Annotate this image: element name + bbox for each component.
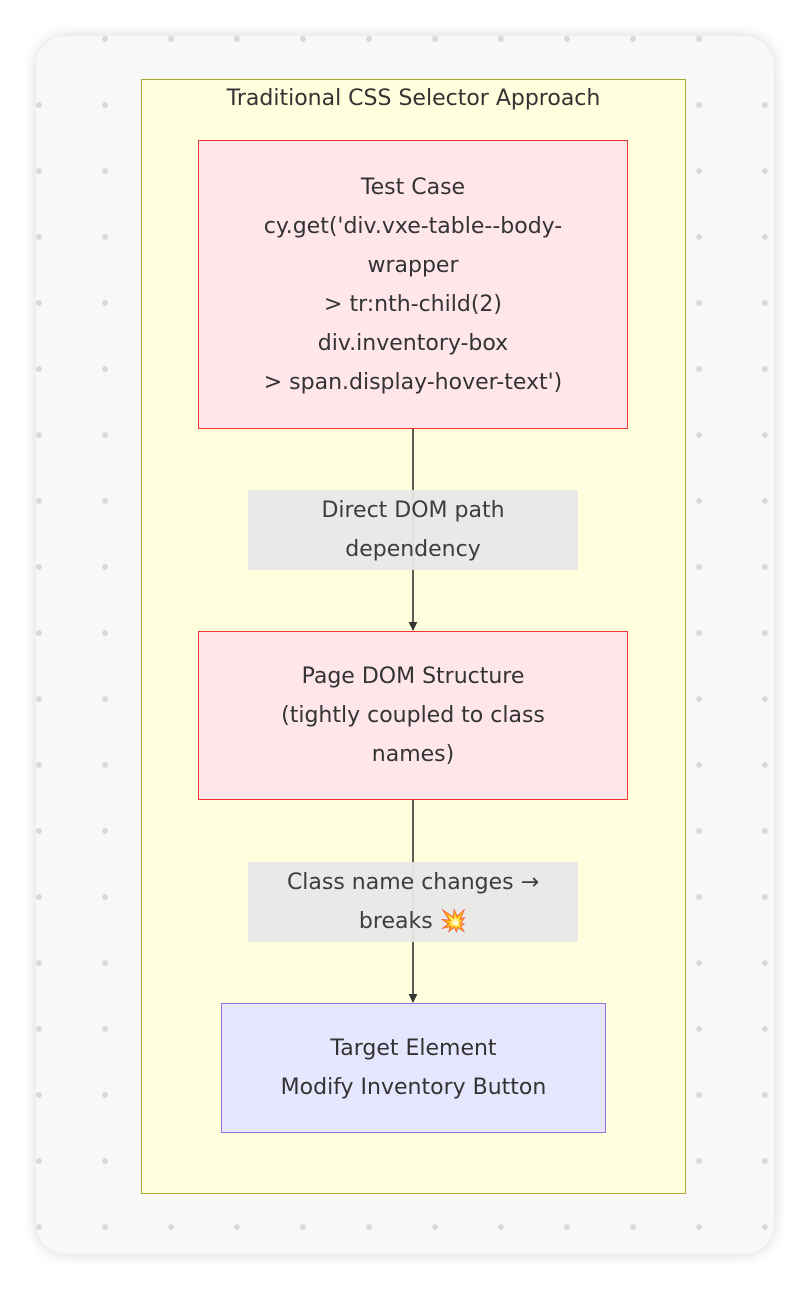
node-test-case-line: Test Case (360, 174, 466, 200)
node-target-element: Target Element Modify Inventory Button (221, 1003, 606, 1133)
node-test-case-line: wrapper (367, 252, 459, 278)
node-test-case-line: div.inventory-box (317, 330, 509, 356)
node-page-dom-line: (tightly coupled to class (281, 703, 545, 728)
node-test-case-line: > tr:nth-child(2) (324, 291, 502, 317)
edge-label-line: dependency (345, 537, 481, 562)
diagram-canvas: Traditional CSS Selector Approach Test C… (36, 36, 774, 1254)
node-page-dom-line: Page DOM Structure (301, 664, 525, 689)
edge-label-line: Class name changes → (286, 870, 540, 895)
edge-label-line: Direct DOM path (321, 498, 505, 523)
node-target-line: Modify Inventory Button (280, 1075, 547, 1100)
node-page-dom-line: names) (371, 742, 455, 767)
node-test-case-line: cy.get('div.vxe-table--body- (263, 213, 563, 239)
node-test-case: Test Case cy.get('div.vxe-table--body- w… (198, 140, 628, 429)
node-test-case-line: > span.display-hover-text') (263, 369, 563, 395)
edge-label-line: breaks 💥 (358, 909, 468, 934)
node-page-dom-structure: Page DOM Structure (tightly coupled to c… (198, 631, 628, 800)
edge-label-direct-dom-path: Direct DOM path dependency (248, 490, 578, 570)
edge-label-class-name-changes: Class name changes → breaks 💥 (248, 862, 578, 942)
subgraph-title: Traditional CSS Selector Approach (226, 86, 601, 111)
node-target-line: Target Element (330, 1036, 497, 1061)
